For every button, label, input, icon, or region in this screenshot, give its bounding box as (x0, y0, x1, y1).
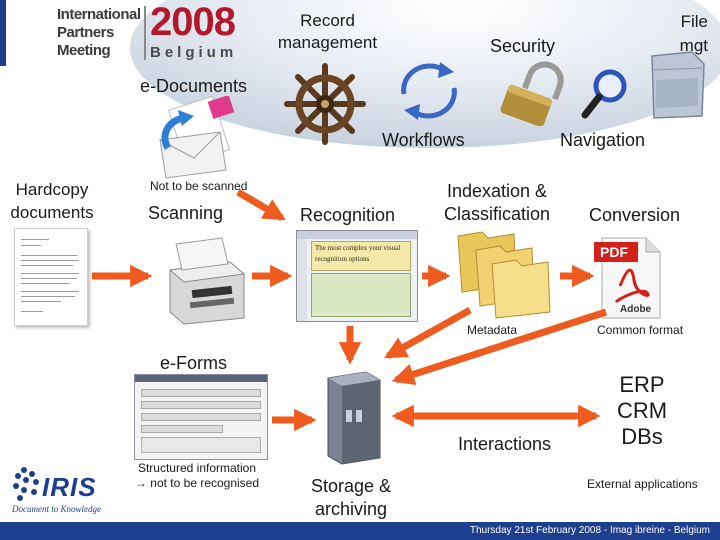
storage-line-1: Storage & (296, 475, 406, 498)
adobe-label: Adobe (620, 304, 651, 315)
record-management-line-1: Record (265, 10, 390, 32)
e-document-envelope-icon (150, 96, 250, 180)
logo-year: 2008 (150, 0, 235, 45)
logo-line-partners: Partners (57, 24, 114, 41)
erp-label: ERP (604, 372, 680, 398)
doc-line (21, 273, 79, 274)
doc-line (21, 255, 77, 256)
form-row (141, 437, 261, 453)
form-row (141, 425, 223, 433)
form-row (141, 389, 261, 397)
iris-logo: IRIS Document to Knowledge (6, 462, 126, 520)
folders-icon (452, 224, 554, 320)
hardcopy-document-page (14, 228, 88, 326)
padlock-icon (490, 60, 570, 126)
crm-label: CRM (604, 398, 680, 424)
common-format-label: Common format (597, 323, 683, 337)
footer-bar: Thursday 21st February 2008 - Imag ibrei… (0, 522, 720, 540)
logo-divider (144, 6, 146, 60)
arrow-not-scanned-to-recognition (238, 192, 282, 218)
e-forms-label: e-Forms (160, 353, 227, 374)
logo-line-meeting: Meeting (57, 42, 110, 59)
doc-line (21, 245, 41, 246)
logo-line-international: International (57, 6, 141, 23)
storage-line-2: archiving (296, 498, 406, 521)
screenshot-toolbar (297, 231, 417, 239)
indexation-line-2: Classification (432, 203, 562, 226)
doc-line (21, 239, 49, 240)
structured-information-label: Structured information → not to be recog… (128, 461, 266, 491)
screenshot-yellow-panel: The most complex your visual recognition… (311, 241, 411, 271)
hardcopy-line-2: documents (0, 201, 104, 224)
structured-line-2: → not to be recognised (128, 476, 266, 491)
iris-name: IRIS (42, 472, 97, 503)
hardcopy-line-1: Hardcopy (0, 178, 104, 201)
screenshot-text-line-1: The most complex your visual (315, 244, 400, 252)
iris-tagline: Document to Knowledge (12, 504, 101, 514)
doc-line (21, 296, 75, 297)
scanner-icon (162, 234, 250, 326)
navigation-label: Navigation (560, 130, 645, 151)
recognition-label: Recognition (300, 205, 395, 226)
ship-wheel-icon (283, 62, 367, 146)
form-titlebar (135, 375, 267, 382)
doc-line (21, 283, 69, 284)
recognition-screenshot: The most complex your visual recognition… (296, 230, 418, 322)
doc-line (21, 260, 79, 261)
pdf-document-icon: PDF Adobe (598, 236, 662, 320)
doc-line (21, 291, 79, 292)
record-management-line-2: management (265, 32, 390, 54)
interactions-label: Interactions (458, 434, 551, 455)
conversion-label: Conversion (589, 205, 680, 226)
indexation-label: Indexation & Classification (432, 180, 562, 226)
dbs-label: DBs (604, 424, 680, 450)
iris-dots-icon (10, 464, 44, 504)
logo-country: Belgium (150, 44, 237, 61)
screenshot-green-panel (311, 273, 411, 317)
erp-crm-db-block: ERP CRM DBs (604, 372, 680, 450)
pdf-badge-label: PDF (600, 244, 628, 260)
storage-archiving-label: Storage & archiving (296, 475, 406, 521)
metadata-label: Metadata (467, 323, 517, 337)
form-row (141, 401, 261, 409)
file-folder-icon (646, 50, 708, 120)
server-tower-icon (322, 370, 384, 466)
e-forms-screenshot (134, 374, 268, 460)
record-management-label: Record management (265, 10, 390, 54)
form-row (141, 413, 261, 421)
workflows-label: Workflows (382, 130, 465, 151)
indexation-line-1: Indexation & (432, 180, 562, 203)
scanning-label: Scanning (148, 203, 223, 224)
circular-arrows-icon (392, 60, 466, 122)
hardcopy-documents-label: Hardcopy documents (0, 178, 104, 224)
doc-line (21, 265, 73, 266)
doc-line (21, 301, 61, 302)
magnifier-icon (580, 66, 630, 122)
logo-blue-bar (0, 0, 6, 66)
meeting-logo: International Partners Meeting 2008 Belg… (0, 0, 245, 66)
structured-line-1: Structured information (128, 461, 266, 476)
e-documents-label: e-Documents (140, 76, 247, 97)
file-mgt-line-1: File (648, 10, 708, 34)
screenshot-sidebar (297, 239, 307, 321)
security-label: Security (490, 36, 555, 57)
doc-line (21, 278, 77, 279)
not-to-be-scanned-label: Not to be scanned (150, 179, 247, 193)
doc-line (21, 311, 43, 312)
external-applications-label: External applications (587, 477, 698, 491)
footer-text: Thursday 21st February 2008 - Imag ibrei… (470, 525, 710, 536)
screenshot-text-line-2: recognition options (315, 255, 369, 263)
